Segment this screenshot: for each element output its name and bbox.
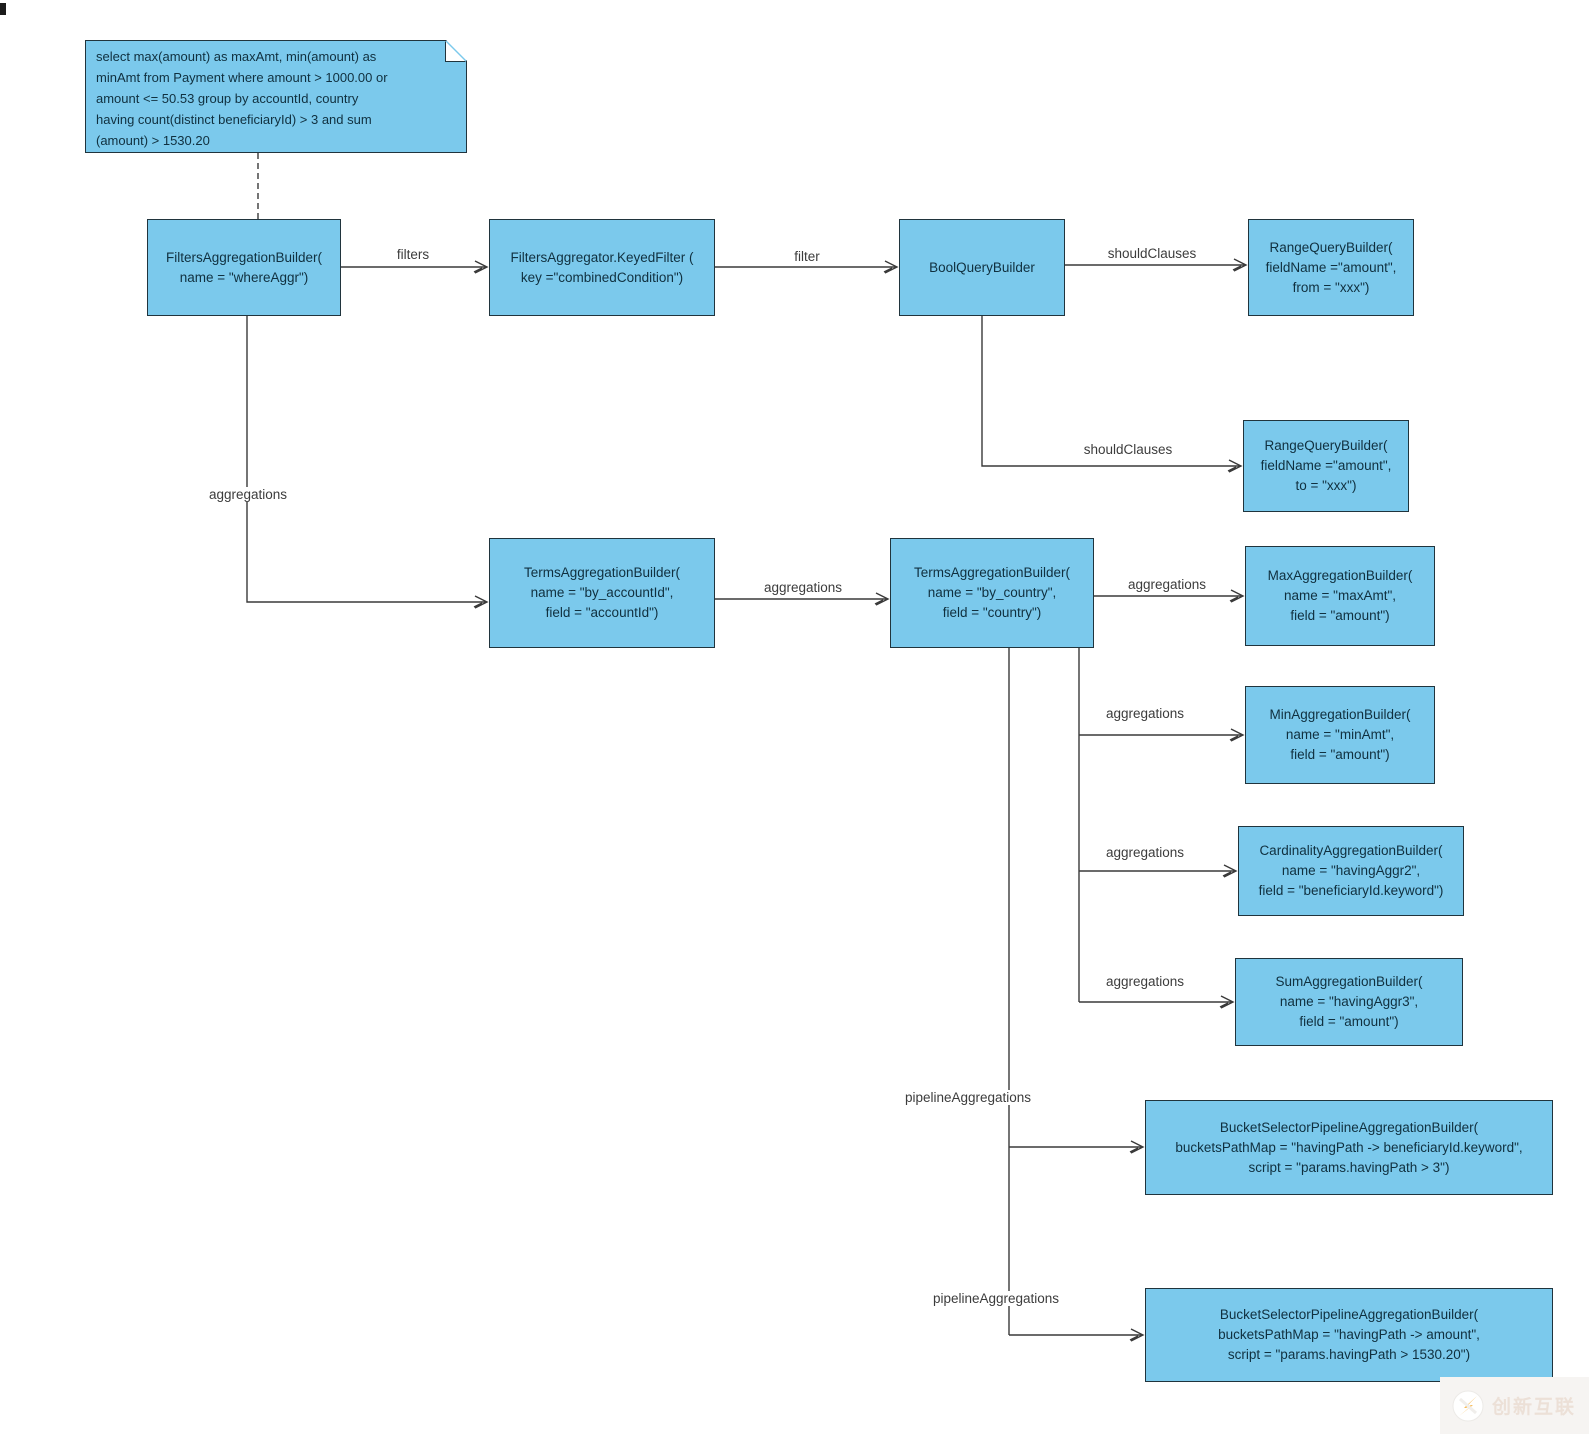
node-text-line: TermsAggregationBuilder(: [913, 565, 1071, 580]
edge-label-pipeline-2: pipelineAggregations: [929, 1291, 1063, 1306]
node-text-line: field = "amount"): [1290, 608, 1390, 623]
node-text-line: RangeQueryBuilder(: [1264, 438, 1388, 453]
node-text-line: name = "minAmt",: [1285, 727, 1395, 742]
node-bool-query-builder: BoolQueryBuilder: [899, 219, 1065, 316]
scan-artifact: [0, 3, 6, 15]
node-text-line: bucketsPathMap = "havingPath -> benefici…: [1175, 1139, 1523, 1155]
node-text-line: name = "havingAggr2",: [1281, 863, 1421, 878]
node-text-line: BoolQueryBuilder: [929, 259, 1035, 275]
note-text-line: (amount) > 1530.20: [96, 133, 210, 148]
edge-label-aggregations-min: aggregations: [1102, 706, 1188, 721]
node-text-line: CardinalityAggregationBuilder(: [1259, 843, 1443, 858]
node-filters-aggregation-builder: FiltersAggregationBuilder( name = "where…: [147, 219, 341, 316]
edge-label-pipeline-1: pipelineAggregations: [901, 1090, 1035, 1105]
node-text-line: FiltersAggregationBuilder(: [165, 249, 323, 265]
edge-shouldclauses-to: [981, 316, 1243, 473]
edge-label-aggregations-cardinality: aggregations: [1102, 845, 1188, 860]
node-text-line: name = "by_accountId",: [530, 585, 674, 600]
node-text-line: bucketsPathMap = "havingPath -> amount",: [1218, 1327, 1480, 1342]
note-text-line: select max(amount) as maxAmt, min(amount…: [96, 49, 377, 64]
node-text-line: key ="combinedCondition"): [520, 269, 684, 285]
edge-label-shouldclauses-to: shouldClauses: [1080, 442, 1176, 457]
node-text-line: SumAggregationBuilder(: [1275, 974, 1423, 989]
edge-label-aggregations-accountid: aggregations: [205, 487, 291, 502]
edge-label-filters: filters: [393, 247, 433, 262]
node-text-line: MinAggregationBuilder(: [1269, 707, 1411, 722]
node-text-line: field = "country"): [942, 605, 1042, 620]
node-range-query-builder-from: RangeQueryBuilder( fieldName ="amount", …: [1248, 219, 1414, 316]
node-text-line: BucketSelectorPipelineAggregationBuilder…: [1219, 1119, 1479, 1135]
node-terms-aggregation-by-country: TermsAggregationBuilder( name = "by_coun…: [890, 538, 1094, 648]
watermark: 创新互联: [1440, 1377, 1589, 1434]
node-text-line: fieldName ="amount",: [1265, 259, 1397, 275]
note-text-line: minAmt from Payment where amount > 1000.…: [96, 70, 388, 85]
sql-note: select max(amount) as maxAmt, min(amount…: [85, 40, 467, 153]
node-text-line: name = "by_country",: [927, 585, 1057, 600]
edge-label-filter: filter: [791, 249, 823, 264]
node-text-line: name = "maxAmt",: [1284, 588, 1396, 603]
node-min-aggregation-builder: MinAggregationBuilder( name = "minAmt", …: [1245, 686, 1435, 784]
node-text-line: to = "xxx"): [1295, 478, 1357, 493]
node-text-line: script = "params.havingPath > 1530.20"): [1227, 1347, 1471, 1362]
node-text-line: field = "accountId"): [545, 605, 659, 620]
watermark-brand: 创新互联: [1492, 1397, 1577, 1418]
node-text-line: name = "havingAggr3",: [1279, 994, 1419, 1009]
node-text-line: from = "xxx"): [1292, 279, 1370, 295]
watermark-logo-icon: [1452, 1390, 1484, 1421]
edge-label-aggregations-max: aggregations: [1124, 577, 1210, 592]
node-bucket-selector-pipeline-1: BucketSelectorPipelineAggregationBuilder…: [1145, 1100, 1553, 1195]
node-text-line: field = "beneficiaryId.keyword"): [1258, 883, 1444, 898]
node-sum-aggregation-builder: SumAggregationBuilder( name = "havingAgg…: [1235, 958, 1463, 1046]
node-filters-aggregator-keyed-filter: FiltersAggregator.KeyedFilter ( key ="co…: [489, 219, 715, 316]
edge-label-aggregations-country: aggregations: [760, 580, 846, 595]
edge-label-aggregations-sum: aggregations: [1102, 974, 1188, 989]
node-cardinality-aggregation-builder: CardinalityAggregationBuilder( name = "h…: [1238, 826, 1464, 916]
node-text-line: RangeQueryBuilder(: [1269, 239, 1393, 255]
node-text-line: field = "amount"): [1290, 747, 1390, 762]
node-text-line: fieldName ="amount",: [1260, 458, 1392, 473]
node-range-query-builder-to: RangeQueryBuilder( fieldName ="amount", …: [1243, 420, 1409, 512]
node-text-line: BucketSelectorPipelineAggregationBuilder…: [1219, 1307, 1479, 1322]
note-text-line: amount <= 50.53 group by accountId, coun…: [96, 91, 359, 106]
node-text-line: field = "amount"): [1299, 1014, 1399, 1029]
node-bucket-selector-pipeline-2: BucketSelectorPipelineAggregationBuilder…: [1145, 1288, 1553, 1382]
edge-aggregations-accountid: [246, 316, 489, 609]
node-max-aggregation-builder: MaxAggregationBuilder( name = "maxAmt", …: [1245, 546, 1435, 646]
node-terms-aggregation-by-accountid: TermsAggregationBuilder( name = "by_acco…: [489, 538, 715, 648]
edge-label-shouldclauses-from: shouldClauses: [1104, 246, 1200, 261]
node-text-line: MaxAggregationBuilder(: [1267, 568, 1413, 583]
node-text-line: script = "params.havingPath > 3"): [1248, 1159, 1450, 1175]
node-text-line: name = "whereAggr"): [179, 269, 309, 285]
node-text-line: FiltersAggregator.KeyedFilter (: [510, 249, 694, 265]
note-text-line: having count(distinct beneficiaryId) > 3…: [96, 112, 372, 127]
node-text-line: TermsAggregationBuilder(: [523, 565, 681, 580]
